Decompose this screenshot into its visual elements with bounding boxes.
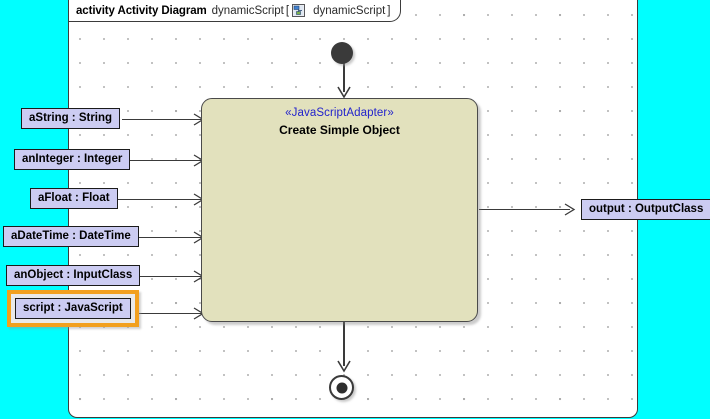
edge-afloat[interactable] (109, 199, 202, 200)
arrowhead-output (564, 203, 576, 216)
input-pin-anobject[interactable]: anObject : InputClass (6, 265, 141, 286)
activity-final-node[interactable] (329, 375, 354, 400)
edge-output[interactable] (479, 209, 570, 210)
edge-adatetime[interactable] (134, 237, 202, 238)
input-pin-astring[interactable]: aString : String (21, 108, 121, 129)
edge-astring[interactable] (122, 119, 202, 120)
input-pin-aninteger[interactable]: anInteger : Integer (14, 149, 131, 170)
frame-bracket-open: [ (285, 4, 290, 17)
frame-keyword: activity Activity Diagram (76, 4, 207, 17)
activity-name: Create Simple Object (279, 123, 400, 137)
frame-inner-name: dynamicScript (313, 4, 386, 17)
initial-node[interactable] (331, 42, 353, 64)
diagram-frame-title[interactable]: activity Activity Diagram dynamicScript … (68, 0, 401, 22)
input-pin-adatetime[interactable]: aDateTime : DateTime (3, 226, 139, 247)
frame-name: dynamicScript (211, 4, 284, 17)
edge-anobject[interactable] (131, 276, 202, 277)
input-pin-script[interactable]: script : JavaScript (15, 298, 131, 319)
edge-aninteger[interactable] (129, 160, 202, 161)
activity-call-behavior-node[interactable]: «JavaScriptAdapter» Create Simple Object (201, 98, 478, 322)
selection-frame-script-pin[interactable]: script : JavaScript (7, 290, 139, 327)
activity-stereotype: «JavaScriptAdapter» (285, 107, 394, 119)
arrowhead-final (337, 360, 351, 373)
input-pin-afloat[interactable]: aFloat : Float (30, 188, 118, 209)
frame-bracket-close: ] (387, 4, 391, 17)
activity-diagram-icon (292, 4, 306, 17)
output-pin-output[interactable]: output : OutputClass (581, 199, 710, 220)
